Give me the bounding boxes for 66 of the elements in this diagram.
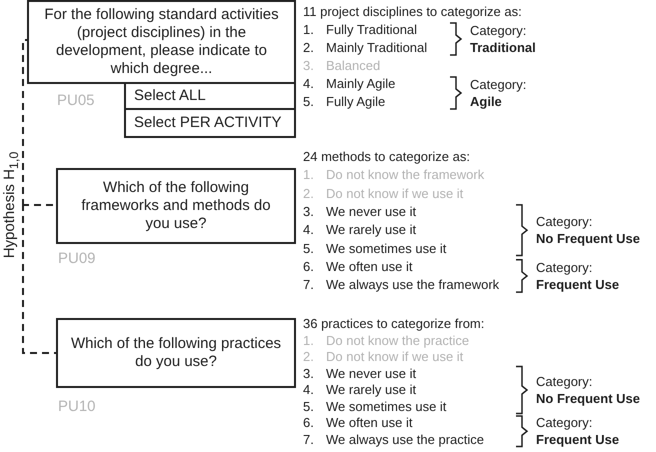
list-number: 1. <box>303 22 314 37</box>
list-item: We sometimes use it <box>326 240 446 256</box>
category-label: Category: <box>536 374 592 389</box>
dashed-connector <box>22 204 56 206</box>
list-number: 3. <box>303 58 314 73</box>
list-item: Mainly Traditional <box>326 40 428 55</box>
question-text: Which of the following practices do you use? <box>70 335 282 371</box>
list-item: Do not know the practice <box>326 332 470 348</box>
list-number: 2. <box>303 40 314 55</box>
list-number: 6. <box>303 258 314 274</box>
category-label: Category: <box>470 23 526 38</box>
category-name: No Frequent Use <box>536 231 640 246</box>
list-number: 1. <box>303 167 314 182</box>
category-label: Category: <box>470 77 526 92</box>
list-number: 1. <box>303 332 314 348</box>
list-item: Do not know if we use it <box>326 186 464 201</box>
category-name: Agile <box>470 94 502 109</box>
question-id: PU09 <box>58 250 96 268</box>
question-id: PU05 <box>57 92 95 110</box>
list-item: Fully Traditional <box>326 22 418 37</box>
list-item: We rarely use it <box>326 222 416 238</box>
list-item: We never use it <box>326 366 416 380</box>
list-item: Balanced <box>326 58 380 73</box>
list-item: We often use it <box>326 415 412 430</box>
question-text: For the following standard activities (project disciplines) in the development, please indicate to which degree... <box>43 6 280 78</box>
list-number: 5. <box>303 240 314 256</box>
list-number: 3. <box>303 204 314 219</box>
list-number: 2. <box>303 349 314 364</box>
list-item: We never use it <box>326 204 416 219</box>
list-item: We sometimes use it <box>326 398 446 414</box>
option-text: Select PER ACTIVITY <box>134 114 282 132</box>
option-box <box>124 82 296 110</box>
list-item: We always use the practice <box>326 432 484 446</box>
list-number: 5. <box>303 398 314 414</box>
list-number: 3. <box>303 366 314 380</box>
question-id: PU10 <box>58 398 96 416</box>
list-item: Fully Agile <box>326 94 386 109</box>
list-number: 7. <box>303 277 314 292</box>
list-heading: 11 project disciplines to categorize as: <box>303 4 522 19</box>
category-label: Category: <box>536 415 592 430</box>
list-number: 4. <box>303 76 314 91</box>
list-number: 5. <box>303 94 314 109</box>
list-number: 4. <box>303 382 314 397</box>
category-label: Category: <box>536 214 592 230</box>
option-box <box>124 108 296 138</box>
list-item: We rarely use it <box>326 382 416 397</box>
list-item: We always use the framework <box>326 277 500 292</box>
list-heading: 24 methods to categorize as: <box>303 149 470 164</box>
category-name: Traditional <box>470 40 536 55</box>
dashed-connector <box>21 39 27 206</box>
category-name: No Frequent Use <box>536 391 640 406</box>
list-heading: 36 practices to categorize from: <box>303 316 484 331</box>
list-number: 4. <box>303 222 314 238</box>
list-item: Do not know if we use it <box>326 349 464 364</box>
list-number: 2. <box>303 186 314 201</box>
question-text: Which of the following frameworks and methods do you use? <box>80 179 272 233</box>
option-text: Select ALL <box>134 87 206 105</box>
dashed-connector <box>21 204 56 354</box>
category-name: Frequent Use <box>536 432 620 448</box>
list-item: We often use it <box>326 258 412 274</box>
category-name: Frequent Use <box>536 276 620 292</box>
list-number: 7. <box>303 432 314 446</box>
list-number: 6. <box>303 415 314 430</box>
list-item: Do not know the framework <box>326 167 484 182</box>
category-label: Category: <box>536 260 592 275</box>
list-item: Mainly Agile <box>326 76 396 91</box>
